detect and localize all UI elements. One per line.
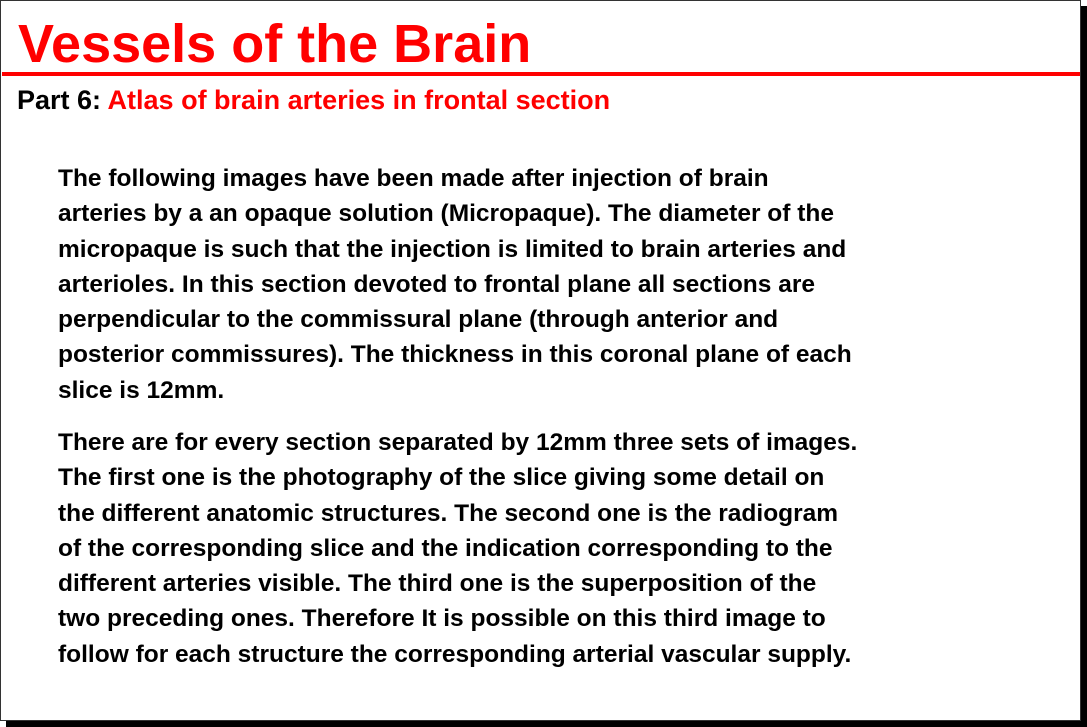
text-line: arteries by a an opaque solution (Microp… — [58, 200, 834, 228]
text-line: the different anatomic structures. The s… — [58, 499, 839, 527]
text-line: slice is 12mm. — [58, 376, 225, 404]
text-line: posterior commissures). The thickness in… — [58, 341, 852, 369]
subtitle: Part 6: Atlas of brain arteries in front… — [17, 84, 610, 116]
text-line: The first one is the photography of the … — [58, 464, 825, 492]
text-line: follow for each structure the correspond… — [58, 640, 852, 668]
text-line: of the corresponding slice and the indic… — [58, 534, 833, 562]
text-line: There are for every section separated by… — [58, 429, 858, 456]
page-title: Vessels of the Brain — [18, 14, 532, 74]
subtitle-label: Part 6: — [17, 85, 102, 115]
text-line: different arteries visible. The third on… — [58, 570, 817, 598]
title-divider — [2, 72, 1080, 76]
paragraph-1: The following images have been made afte… — [58, 161, 852, 408]
text-line: two preceding ones. Therefore It is poss… — [58, 605, 826, 633]
text-line: perpendicular to the commissural plane (… — [58, 306, 779, 334]
text-line: arterioles. In this section devoted to f… — [58, 270, 815, 298]
subtitle-text: Atlas of brain arteries in frontal secti… — [107, 85, 611, 115]
text-line: micropaque is such that the injection is… — [58, 235, 847, 263]
paragraph-2: There are for every section separated by… — [58, 425, 857, 672]
text-line: The following images have been made afte… — [58, 165, 769, 192]
